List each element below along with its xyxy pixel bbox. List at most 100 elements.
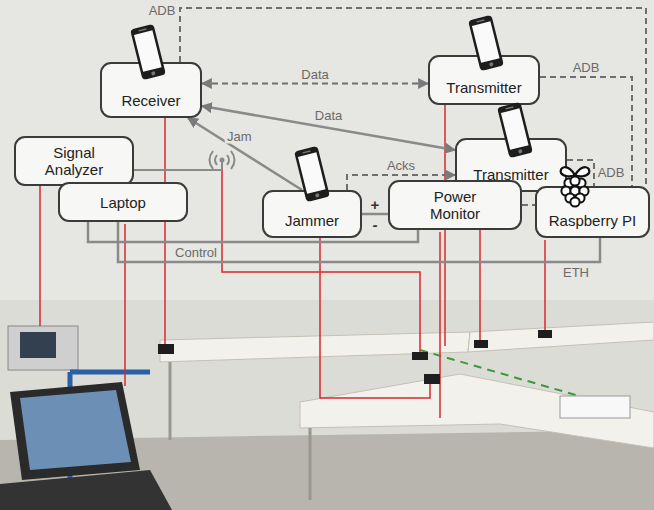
connector [347, 175, 455, 190]
connector [118, 222, 600, 262]
phone-speaker [505, 106, 513, 109]
phone-screen [472, 21, 500, 62]
table-leg [169, 362, 172, 440]
signal-analyzer-device [8, 326, 78, 370]
phone-icon [468, 13, 504, 73]
device [412, 352, 428, 360]
connector-label: ETH [561, 265, 591, 280]
device-box: Raspberry PI [535, 186, 650, 238]
phone-speaker [138, 28, 146, 31]
connector [362, 213, 388, 216]
phone-button [151, 71, 156, 76]
laptop-base [0, 470, 172, 510]
logo-leaf [575, 167, 589, 176]
connector-label: Acks [385, 158, 417, 173]
logo-berry [570, 186, 579, 195]
table-leg [309, 428, 312, 500]
logo-berry [565, 193, 574, 202]
device-name: Signal Analyzer [26, 144, 122, 178]
phone-icon [468, 15, 504, 71]
antenna-wave [227, 155, 229, 165]
connector-label: ADB [147, 3, 178, 18]
connector [202, 106, 455, 150]
power-monitor-device [560, 396, 630, 418]
connector [88, 222, 418, 242]
phone-screen [134, 30, 162, 71]
phone-speaker [302, 150, 310, 153]
table-front [300, 374, 654, 448]
antenna-wave [215, 155, 217, 165]
device-name: Transmitter [473, 166, 548, 183]
connector-label: Jam [225, 129, 254, 144]
device-name: Transmitter [446, 79, 521, 96]
logo-berry [561, 186, 570, 195]
wire [479, 189, 481, 346]
red-wires [40, 102, 545, 418]
connector-label: Data [299, 66, 330, 81]
antenna-wave [210, 151, 214, 169]
analyzer-screen [20, 332, 56, 358]
connector [180, 8, 646, 186]
connector-label: Data [313, 108, 344, 123]
polarity-sign: - [372, 217, 379, 232]
laptop-screen [10, 382, 140, 480]
phone-icon [294, 146, 330, 202]
device-name: Laptop [100, 194, 146, 211]
table-right [468, 322, 654, 352]
antenna-wave [231, 151, 235, 169]
phone-body [497, 102, 533, 158]
logo-leaf [561, 167, 575, 176]
connector [188, 118, 302, 190]
logo-berry [570, 197, 579, 206]
connector [567, 160, 594, 186]
antenna-dot [220, 158, 225, 163]
phone-button [315, 193, 320, 198]
phone-icon [497, 102, 533, 158]
phone-speaker [476, 19, 484, 22]
phone-body [294, 146, 330, 202]
device-box: Signal Analyzer [14, 136, 134, 186]
phone-body [130, 24, 166, 80]
device-name: Raspberry PI [549, 212, 637, 229]
phone-button [518, 149, 523, 154]
device-box: Laptop [58, 182, 188, 222]
wire [544, 240, 546, 336]
table-left [160, 332, 470, 362]
devices-on-table [158, 330, 630, 418]
phone-screen [298, 152, 326, 193]
raspberry-icon [555, 161, 595, 207]
connector-label: ADB [596, 165, 627, 180]
phone-icon [130, 24, 166, 80]
phone-icon [294, 144, 330, 204]
polarity-sign: + [370, 197, 381, 212]
device-box: Transmitter [455, 138, 567, 192]
phone-icon [130, 22, 166, 82]
logo-berry [576, 178, 585, 187]
device-name: Receiver [121, 92, 180, 109]
logo-berry [575, 193, 584, 202]
raspberry-logo [561, 167, 590, 206]
connector [540, 77, 632, 186]
wire [124, 224, 126, 386]
device-box: Receiver [100, 62, 202, 118]
device-name: Jammer [285, 212, 339, 229]
connector-label: ADB [571, 60, 602, 75]
floor-marking [420, 350, 600, 402]
wall-lower [0, 300, 654, 510]
cart-frame [70, 370, 150, 375]
device [538, 330, 552, 338]
wire [39, 180, 41, 326]
connector [202, 83, 428, 85]
wire [444, 102, 446, 346]
phone-icon [497, 100, 533, 160]
device-box: Power Monitor [388, 180, 522, 230]
connector-label: Control [173, 245, 219, 260]
connector [522, 204, 535, 206]
phone-screen [501, 108, 529, 149]
logo-berry [570, 176, 579, 185]
phone-body [468, 15, 504, 71]
wire [439, 232, 441, 418]
